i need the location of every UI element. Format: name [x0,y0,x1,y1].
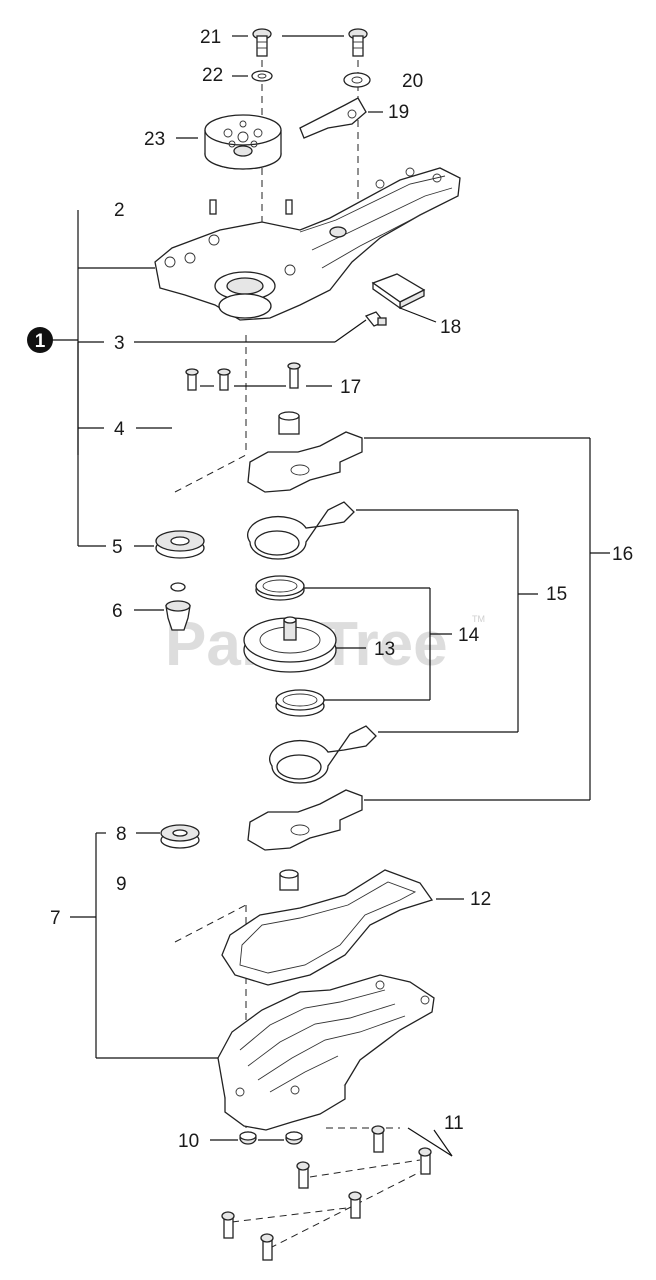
bolt-part-11-f [260,1233,274,1261]
callout-2: 2 [114,200,125,221]
gasket-ring [254,530,300,556]
callout-18: 18 [440,317,461,338]
drum-part-23 [204,114,282,170]
assembly-badge: 1 [35,331,46,352]
callout-20: 20 [402,71,423,92]
axis-line-lower-diagonal [174,904,247,943]
pin-right [285,199,293,215]
bolt-part-11-d [348,1191,362,1219]
screw-part-17-c [287,362,301,389]
pin-left [209,199,217,215]
plate-hole [290,464,310,476]
bearing-part-5 [155,530,205,559]
watermark-tm: TM [472,614,485,624]
callout-6: 6 [112,601,123,622]
bolt-part-11-c [296,1161,310,1189]
pad-part-18 [371,273,426,310]
plate-part-16-top [247,431,363,493]
callout-17: 17 [340,377,361,398]
axis-line-bolts-d [269,1171,421,1249]
bolt-part-11-e [221,1211,235,1239]
plate-part-16-bottom [247,789,363,851]
plate-part-19 [299,97,367,139]
callout-5: 5 [112,537,123,558]
grease-nipple-part-3 [364,311,387,327]
needle-bearing-part-9 [279,869,299,891]
callout-4: 4 [114,419,125,440]
washer-part-20 [343,72,371,88]
gasket-ring [276,754,322,780]
screw-part-21-right [348,28,368,57]
callout-21: 21 [200,27,221,48]
gasket-inner-edge [239,881,417,974]
leader-lines [48,35,610,1157]
cap-part-10-left [239,1131,257,1145]
plate-hole [290,824,310,836]
callout-3: 3 [114,333,125,354]
axis-line-bolts-b [309,1159,421,1178]
shaft-part-6 [165,582,191,631]
bolt-part-11-b [418,1147,432,1175]
callout-13: 13 [374,639,395,660]
callout-14: 14 [458,625,480,646]
callout-16: 16 [612,544,633,565]
axis-line-diagonal [174,454,247,493]
callout-19: 19 [388,102,409,123]
callout-10: 10 [178,1131,199,1152]
screw-part-17-b [217,368,231,391]
screw-part-21-left [252,28,272,57]
bearing-part-8 [160,824,200,849]
needle-bearing-top [278,411,300,435]
callout-23: 23 [144,129,165,150]
axis-line-bolts-c [231,1206,356,1223]
callout-15: 15 [546,584,567,605]
cap-part-10-right [285,1131,303,1145]
callout-12: 12 [470,889,491,910]
callout-9: 9 [116,874,127,895]
bolt-part-11-a [371,1125,385,1153]
assembly-badge-circle [27,327,53,353]
gasket-part-12 [221,869,434,986]
needle-ring-part-14-bottom [275,689,325,717]
upper-gear-case-part-2 [154,167,461,321]
needle-ring-part-14-top [255,575,305,601]
callout-11: 11 [444,1113,464,1134]
plate-hole [347,109,357,119]
screw-part-17-a [185,368,199,391]
callout-8: 8 [116,824,127,845]
washer-part-22 [251,70,273,82]
callout-7: 7 [50,908,61,929]
gear-part-13 [243,616,337,673]
callout-22: 22 [202,65,223,86]
lower-gear-case-part-7 [217,974,435,1131]
